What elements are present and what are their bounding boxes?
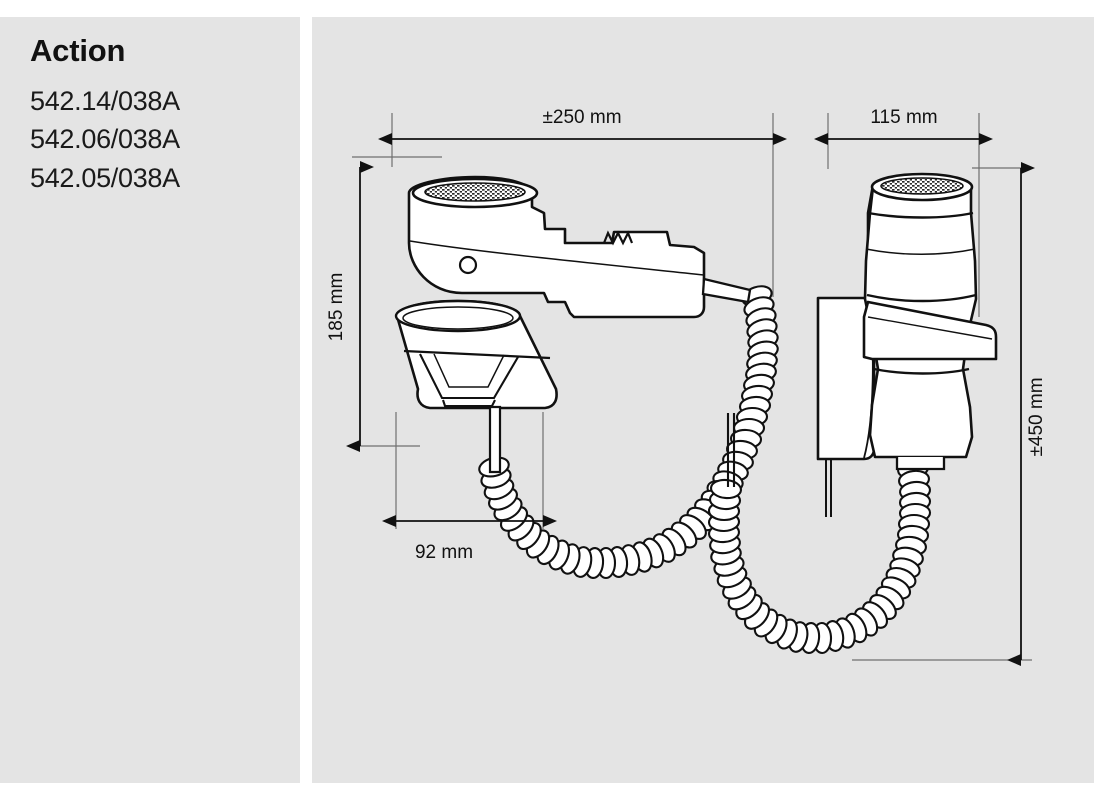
dimension-annotations: ±250 mm 115 mm 185 mm 92 mm ±450 mm: [326, 107, 1047, 666]
side-view-group: [394, 175, 779, 580]
holder-band-side: [403, 349, 551, 360]
page-title: Action: [30, 33, 126, 68]
holder-inner-rim-side: [402, 306, 514, 330]
front-view-group: [707, 172, 998, 655]
product-code-3: 542.05/038A: [30, 162, 180, 193]
holder-collar-front: [862, 300, 998, 361]
product-code-1: 542.14/038A: [30, 86, 180, 117]
holder-bottom-lip-side: [442, 399, 496, 408]
product-code-2: 542.06/038A: [30, 124, 180, 155]
air-grille-front-icon: [880, 177, 964, 195]
front-band-3: [866, 293, 977, 303]
front-band-1: [867, 211, 974, 219]
dimension-label-width-overall: ±250 mm: [542, 107, 621, 128]
power-button: [458, 255, 478, 275]
holder-collar-seam-front: [867, 316, 993, 340]
dimension-label-depth-front: 115 mm: [870, 107, 937, 128]
cord-outlet-side: [488, 405, 502, 474]
coiled-cord-front: [707, 458, 932, 655]
dimension-label-holder-width: 92 mm: [415, 542, 473, 563]
dimension-label-height-with-cord: ±450 mm: [1026, 377, 1047, 456]
front-band-2: [865, 248, 976, 255]
dryer-body-side: [407, 175, 706, 319]
dimension-label-height-unit: 185 mm: [326, 273, 347, 342]
technical-drawing: ±250 mm 115 mm 185 mm 92 mm ±450 mm: [326, 107, 1047, 666]
cord-outlet-front: [895, 457, 946, 471]
holder-recess-side: [419, 353, 519, 400]
cord-exit-side: [701, 277, 752, 304]
switch-detail: [602, 230, 634, 246]
air-grille-icon: [424, 182, 526, 202]
holder-recess-inner-side: [433, 353, 505, 388]
dryer-nozzle-side: [411, 177, 539, 209]
body-seam-line: [409, 240, 705, 276]
info-panel-content: Action 542.14/038A 542.06/038A 542.05/03…: [30, 33, 290, 197]
info-panel: Action 542.14/038A 542.06/038A 542.05/03…: [0, 17, 300, 783]
front-band-4: [873, 367, 970, 375]
